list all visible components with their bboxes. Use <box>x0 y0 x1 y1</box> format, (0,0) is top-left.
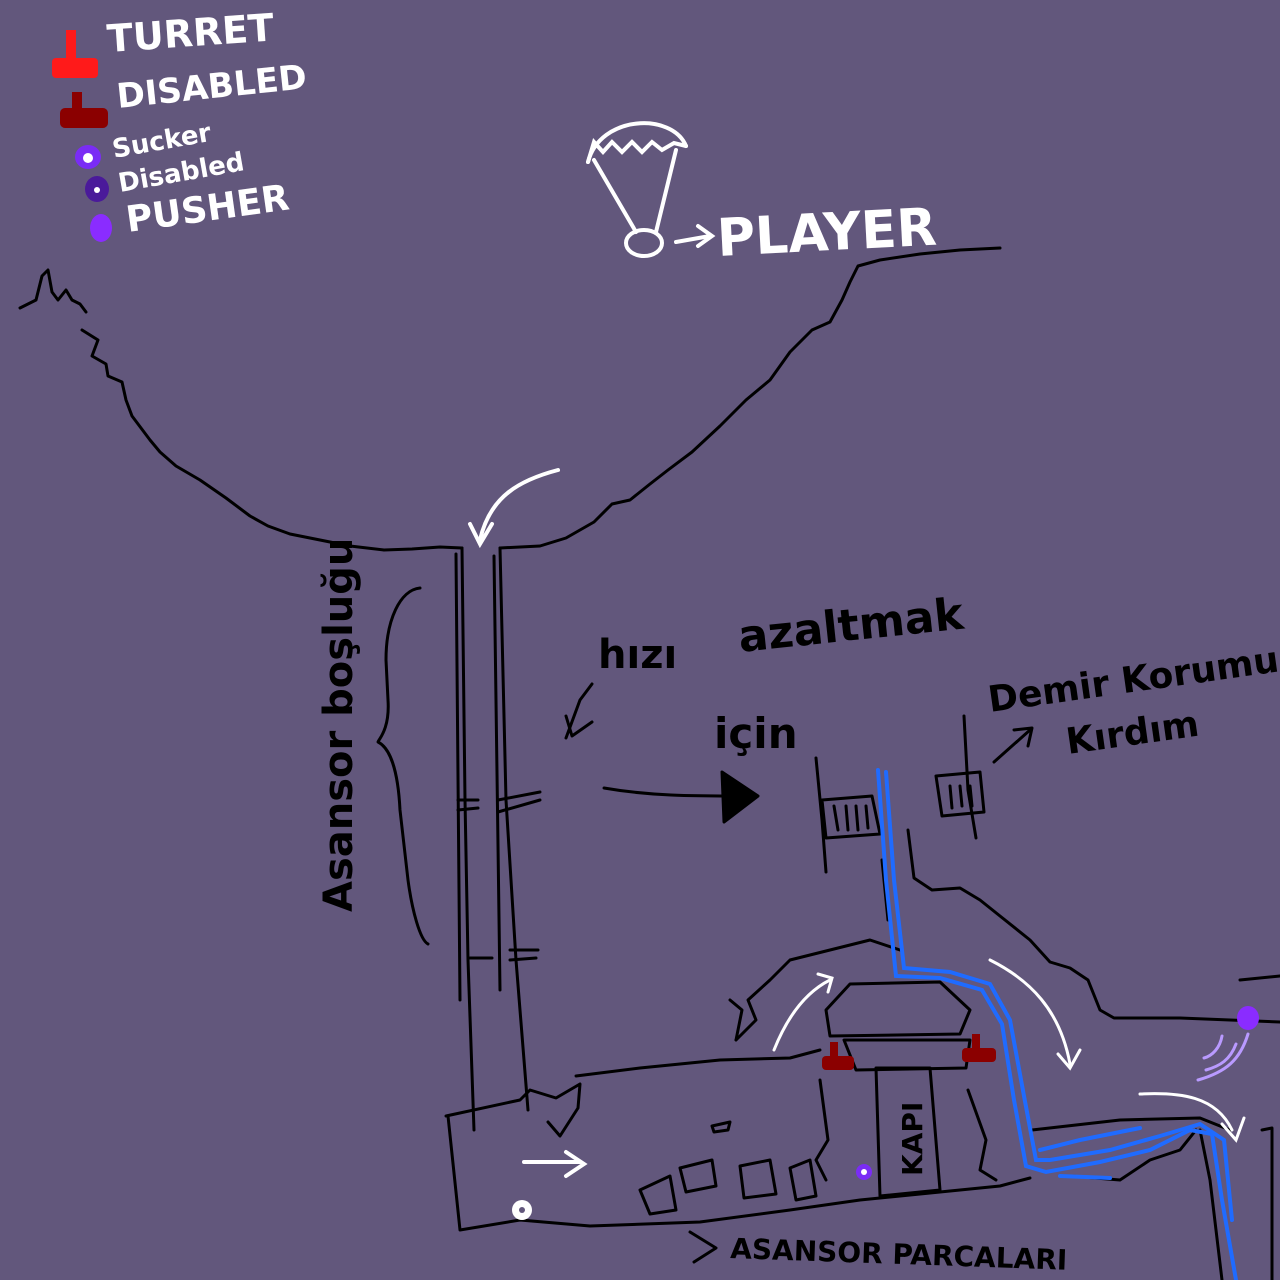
speed-label-2: azaltmak <box>736 588 968 663</box>
player-label: PLAYER <box>716 198 939 269</box>
turret-disabled-icon <box>60 92 108 128</box>
cave-outline <box>20 248 1280 1280</box>
shaft-label: Asansor boşluğu <box>316 538 362 912</box>
iron-label-1: Demir Korumu <box>986 640 1280 721</box>
sucker-disabled-icon <box>85 176 109 202</box>
pusher-waves <box>1198 1034 1248 1080</box>
pusher-icon <box>1237 1006 1259 1030</box>
pusher-icon <box>90 214 112 242</box>
player-start-marker <box>512 1200 532 1220</box>
sucker-icon <box>856 1164 872 1180</box>
turret-icon <box>52 30 98 78</box>
legend-disabled-label: DISABLED <box>115 57 309 117</box>
legend: TURRET DISABLED Sucker Disabled PUSHER <box>52 5 309 242</box>
door-label: KAPI <box>896 1102 929 1176</box>
legend-turret-label: TURRET <box>106 5 276 61</box>
turret-disabled-icon <box>962 1034 996 1062</box>
speed-label-1: hızı <box>598 632 677 678</box>
speed-label-3: için <box>714 709 798 758</box>
turret-disabled-icon <box>822 1042 854 1070</box>
iron-label-2: Kırdım <box>1064 704 1202 763</box>
parts-label: ASANSOR PARCALARI <box>730 1232 1068 1277</box>
parachute-icon <box>588 123 686 256</box>
player-arrow <box>676 226 712 246</box>
sucker-icon <box>75 145 101 169</box>
